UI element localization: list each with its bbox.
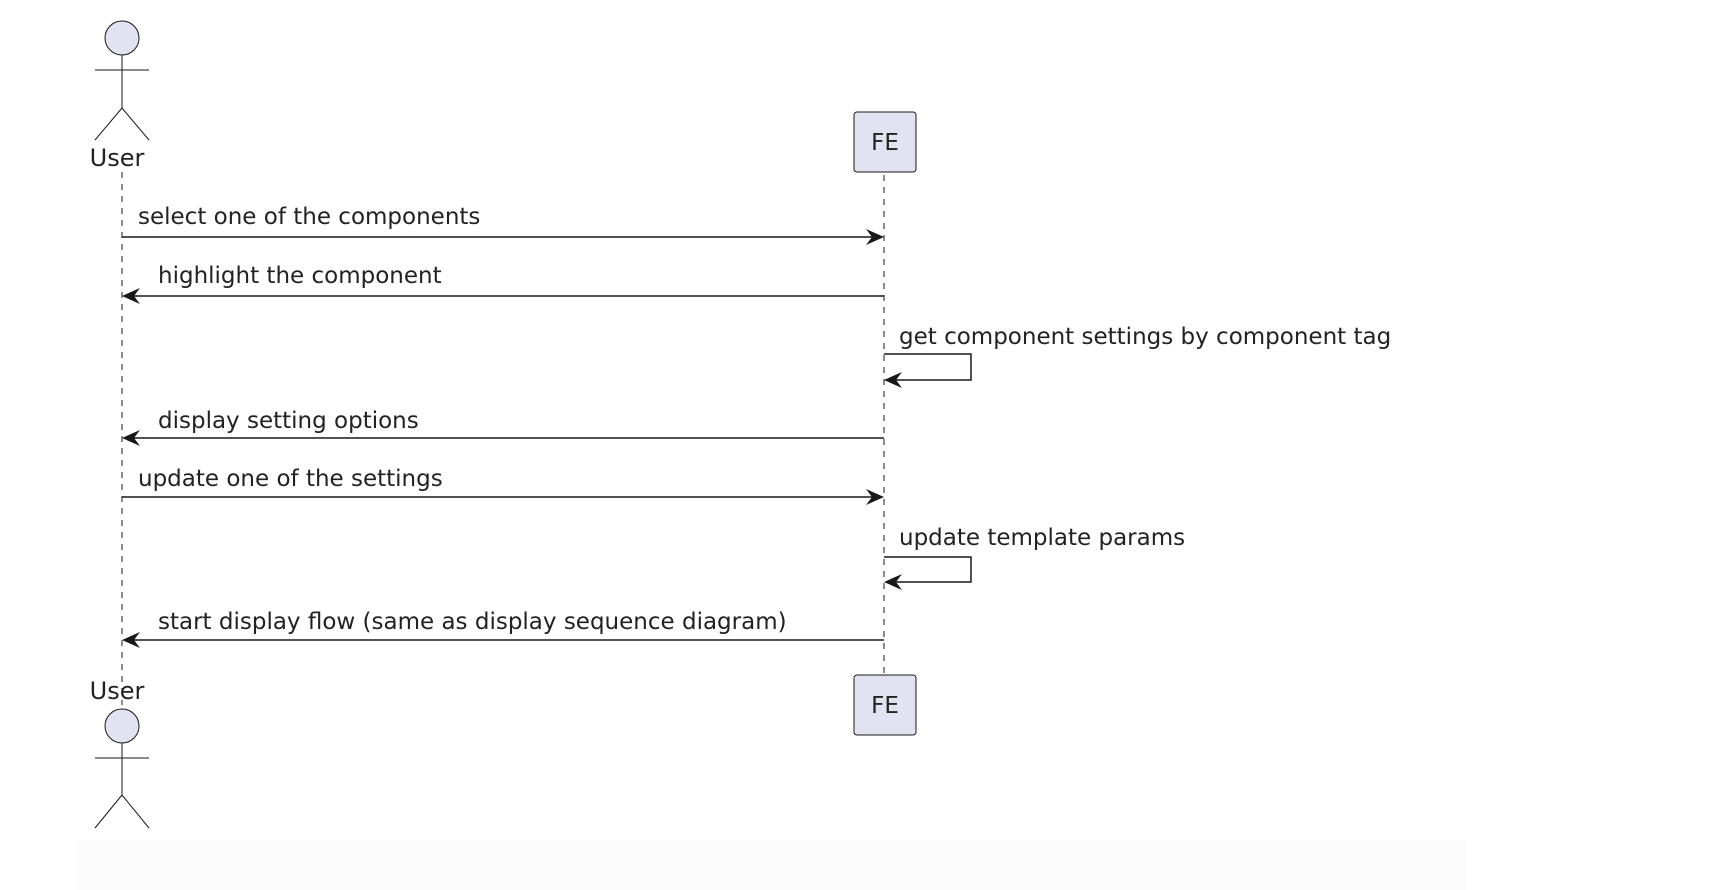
message-1: select one of the components — [122, 204, 884, 245]
message-4: display setting options — [122, 408, 884, 446]
participant-fe-bottom — [853, 674, 917, 736]
diagram-surface — [75, 0, 1467, 840]
message-7: start display flow (same as display sequ… — [122, 609, 884, 648]
message-2-label: highlight the component — [158, 263, 442, 289]
arrowhead-right-icon — [866, 229, 884, 245]
arrowhead-left-icon — [122, 632, 140, 648]
actor-user-top-label: User — [90, 144, 145, 172]
message-3: get component settings by component tag — [884, 324, 1391, 388]
actor-user-top — [94, 20, 150, 141]
message-5-label: update one of the settings — [138, 466, 443, 492]
arrowhead-right-icon — [866, 489, 884, 505]
message-6: update template params — [884, 525, 1185, 590]
message-6-label: update template params — [899, 525, 1185, 551]
participant-fe-top-label: FE — [871, 130, 899, 156]
message-2: highlight the component — [122, 263, 884, 304]
message-3-label: get component settings by component tag — [899, 324, 1391, 350]
actor-user-bottom-label: User — [90, 677, 145, 705]
message-5: update one of the settings — [122, 466, 884, 505]
message-7-label: start display flow (same as display sequ… — [158, 609, 787, 635]
arrowhead-left-icon — [122, 430, 140, 446]
actor-head-icon — [104, 708, 140, 744]
actor-head-icon — [104, 20, 140, 56]
message-4-label: display setting options — [158, 408, 419, 434]
message-1-label: select one of the components — [138, 204, 480, 230]
actor-user-bottom — [94, 708, 150, 829]
participant-fe-top — [853, 111, 917, 173]
arrowhead-left-icon — [884, 372, 902, 388]
arrowhead-left-icon — [122, 288, 140, 304]
arrowhead-left-icon — [884, 574, 902, 590]
participant-fe-bottom-label: FE — [871, 693, 899, 719]
